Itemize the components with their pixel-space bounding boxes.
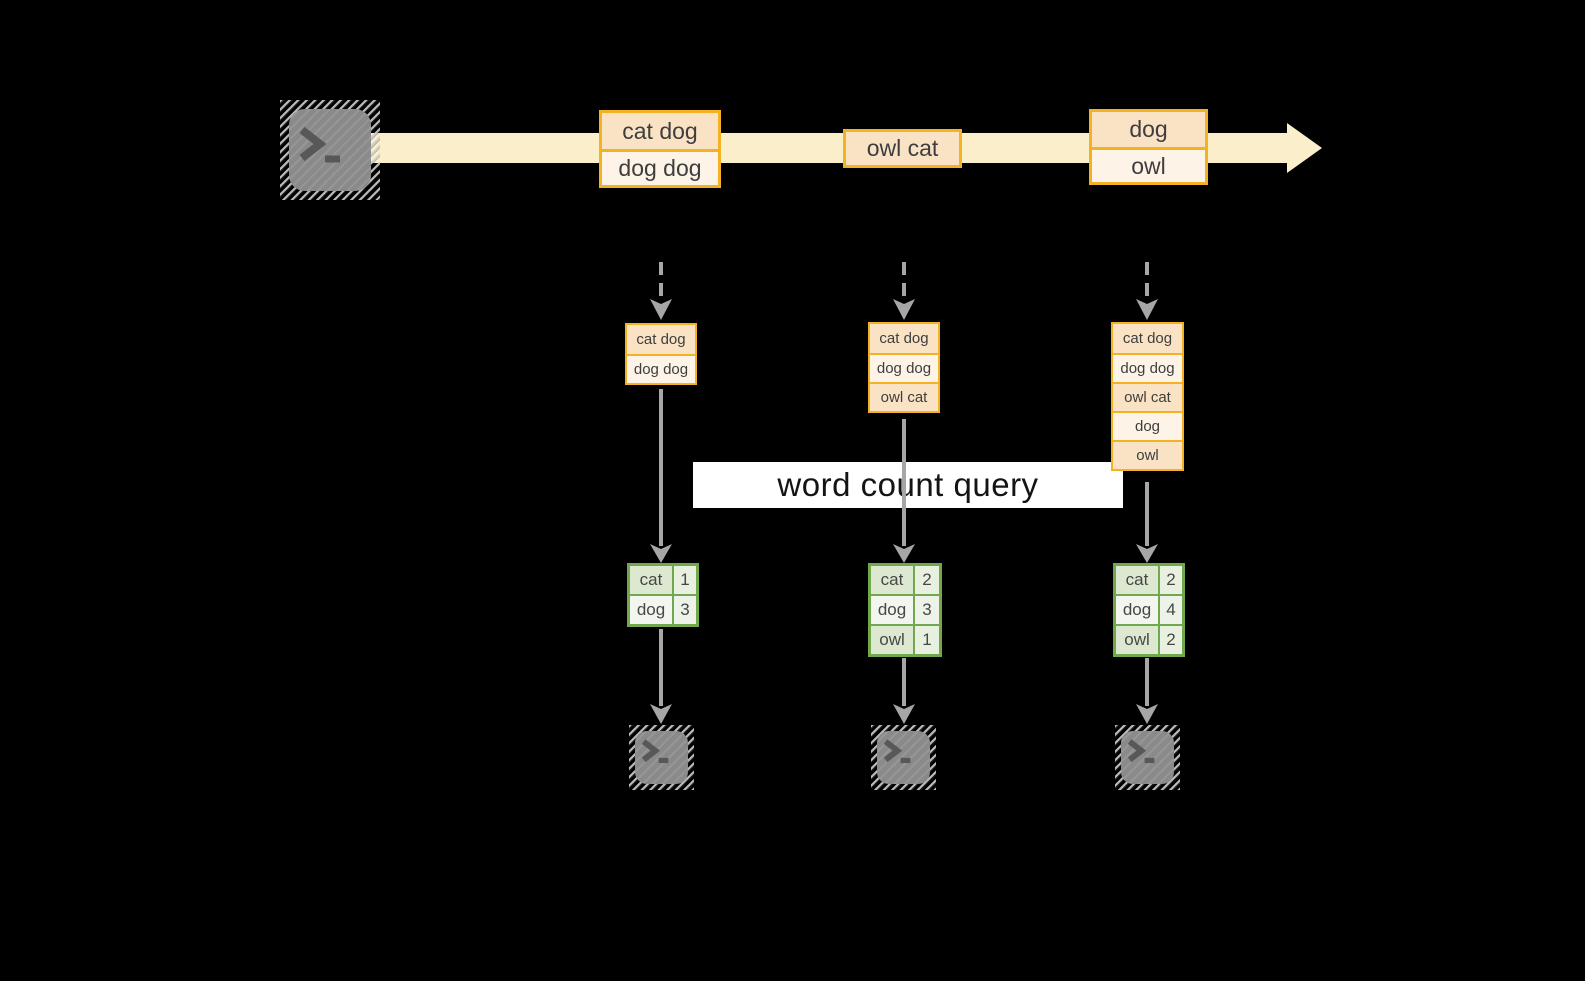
state-line: cat dog [1113, 324, 1182, 353]
table-to-terminal-arrow-col3 [1136, 658, 1158, 724]
count-table-col1: cat 1 dog 3 [627, 563, 699, 627]
dashed-arrow-col1 [650, 262, 672, 320]
terminal-body [289, 109, 371, 191]
count-table-col3: cat 2 dog 4 owl 2 [1113, 563, 1185, 657]
terminal-prompt-icon [1127, 739, 1155, 764]
accumulated-state-col3: cat dog dog dog owl cat dog owl [1111, 322, 1184, 471]
table-to-terminal-arrow-col2 [893, 658, 915, 724]
word-cell: cat [871, 566, 915, 594]
table-to-terminal-arrow-col1 [650, 629, 672, 724]
table-row: dog 4 [1116, 594, 1182, 624]
word-cell: owl [871, 626, 915, 654]
batch-line: dog [1092, 112, 1205, 147]
sink-terminal-icon-col2 [871, 725, 936, 790]
query-label: word count query [777, 466, 1039, 503]
state-line: dog dog [870, 353, 938, 382]
batch-line: cat dog [602, 113, 718, 149]
word-cell: dog [1116, 596, 1160, 624]
state-line: dog [1113, 411, 1182, 440]
state-line: cat dog [627, 325, 695, 354]
count-cell: 3 [674, 596, 696, 624]
stream-batch-1: cat dog dog dog [599, 110, 721, 188]
table-row: owl 2 [1116, 624, 1182, 654]
table-row: cat 1 [630, 566, 696, 594]
stream-batch-3: dog owl [1089, 109, 1208, 185]
state-line: owl [1113, 440, 1182, 469]
accumulated-state-col2: cat dog dog dog owl cat [868, 322, 940, 413]
count-cell: 3 [915, 596, 939, 624]
state-line: owl cat [870, 382, 938, 411]
dashed-arrow-col3 [1136, 262, 1158, 320]
count-cell: 2 [915, 566, 939, 594]
count-cell: 1 [915, 626, 939, 654]
word-cell: dog [630, 596, 674, 624]
sink-terminal-icon-col3 [1115, 725, 1180, 790]
table-row: dog 3 [630, 594, 696, 624]
state-line: owl cat [1113, 382, 1182, 411]
word-cell: dog [871, 596, 915, 624]
table-row: cat 2 [1116, 566, 1182, 594]
source-terminal-icon [280, 100, 380, 200]
state-line: dog dog [627, 354, 695, 383]
table-row: dog 3 [871, 594, 939, 624]
batch-line: dog dog [602, 149, 718, 185]
count-table-col2: cat 2 dog 3 owl 1 [868, 563, 942, 657]
accumulated-state-col1: cat dog dog dog [625, 323, 697, 385]
terminal-prompt-icon [883, 739, 911, 764]
dashed-arrow-col2 [893, 262, 915, 320]
state-line: cat dog [870, 324, 938, 353]
sink-terminal-icon-col1 [629, 725, 694, 790]
word-cell: owl [1116, 626, 1160, 654]
state-line: dog dog [1113, 353, 1182, 382]
query-label-band: word count query [693, 462, 1123, 508]
word-cell: cat [630, 566, 674, 594]
count-cell: 4 [1160, 596, 1182, 624]
state-to-table-arrow-col3 [1136, 482, 1158, 563]
count-cell: 2 [1160, 626, 1182, 654]
count-cell: 1 [674, 566, 696, 594]
batch-line: owl [1092, 147, 1205, 182]
terminal-prompt-icon [641, 739, 669, 764]
terminal-prompt-icon [299, 126, 340, 163]
state-to-table-arrow-col1 [650, 389, 672, 563]
table-row: owl 1 [871, 624, 939, 654]
word-cell: cat [1116, 566, 1160, 594]
count-cell: 2 [1160, 566, 1182, 594]
batch-line: owl cat [846, 132, 959, 165]
stream-batch-2: owl cat [843, 129, 962, 168]
table-row: cat 2 [871, 566, 939, 594]
